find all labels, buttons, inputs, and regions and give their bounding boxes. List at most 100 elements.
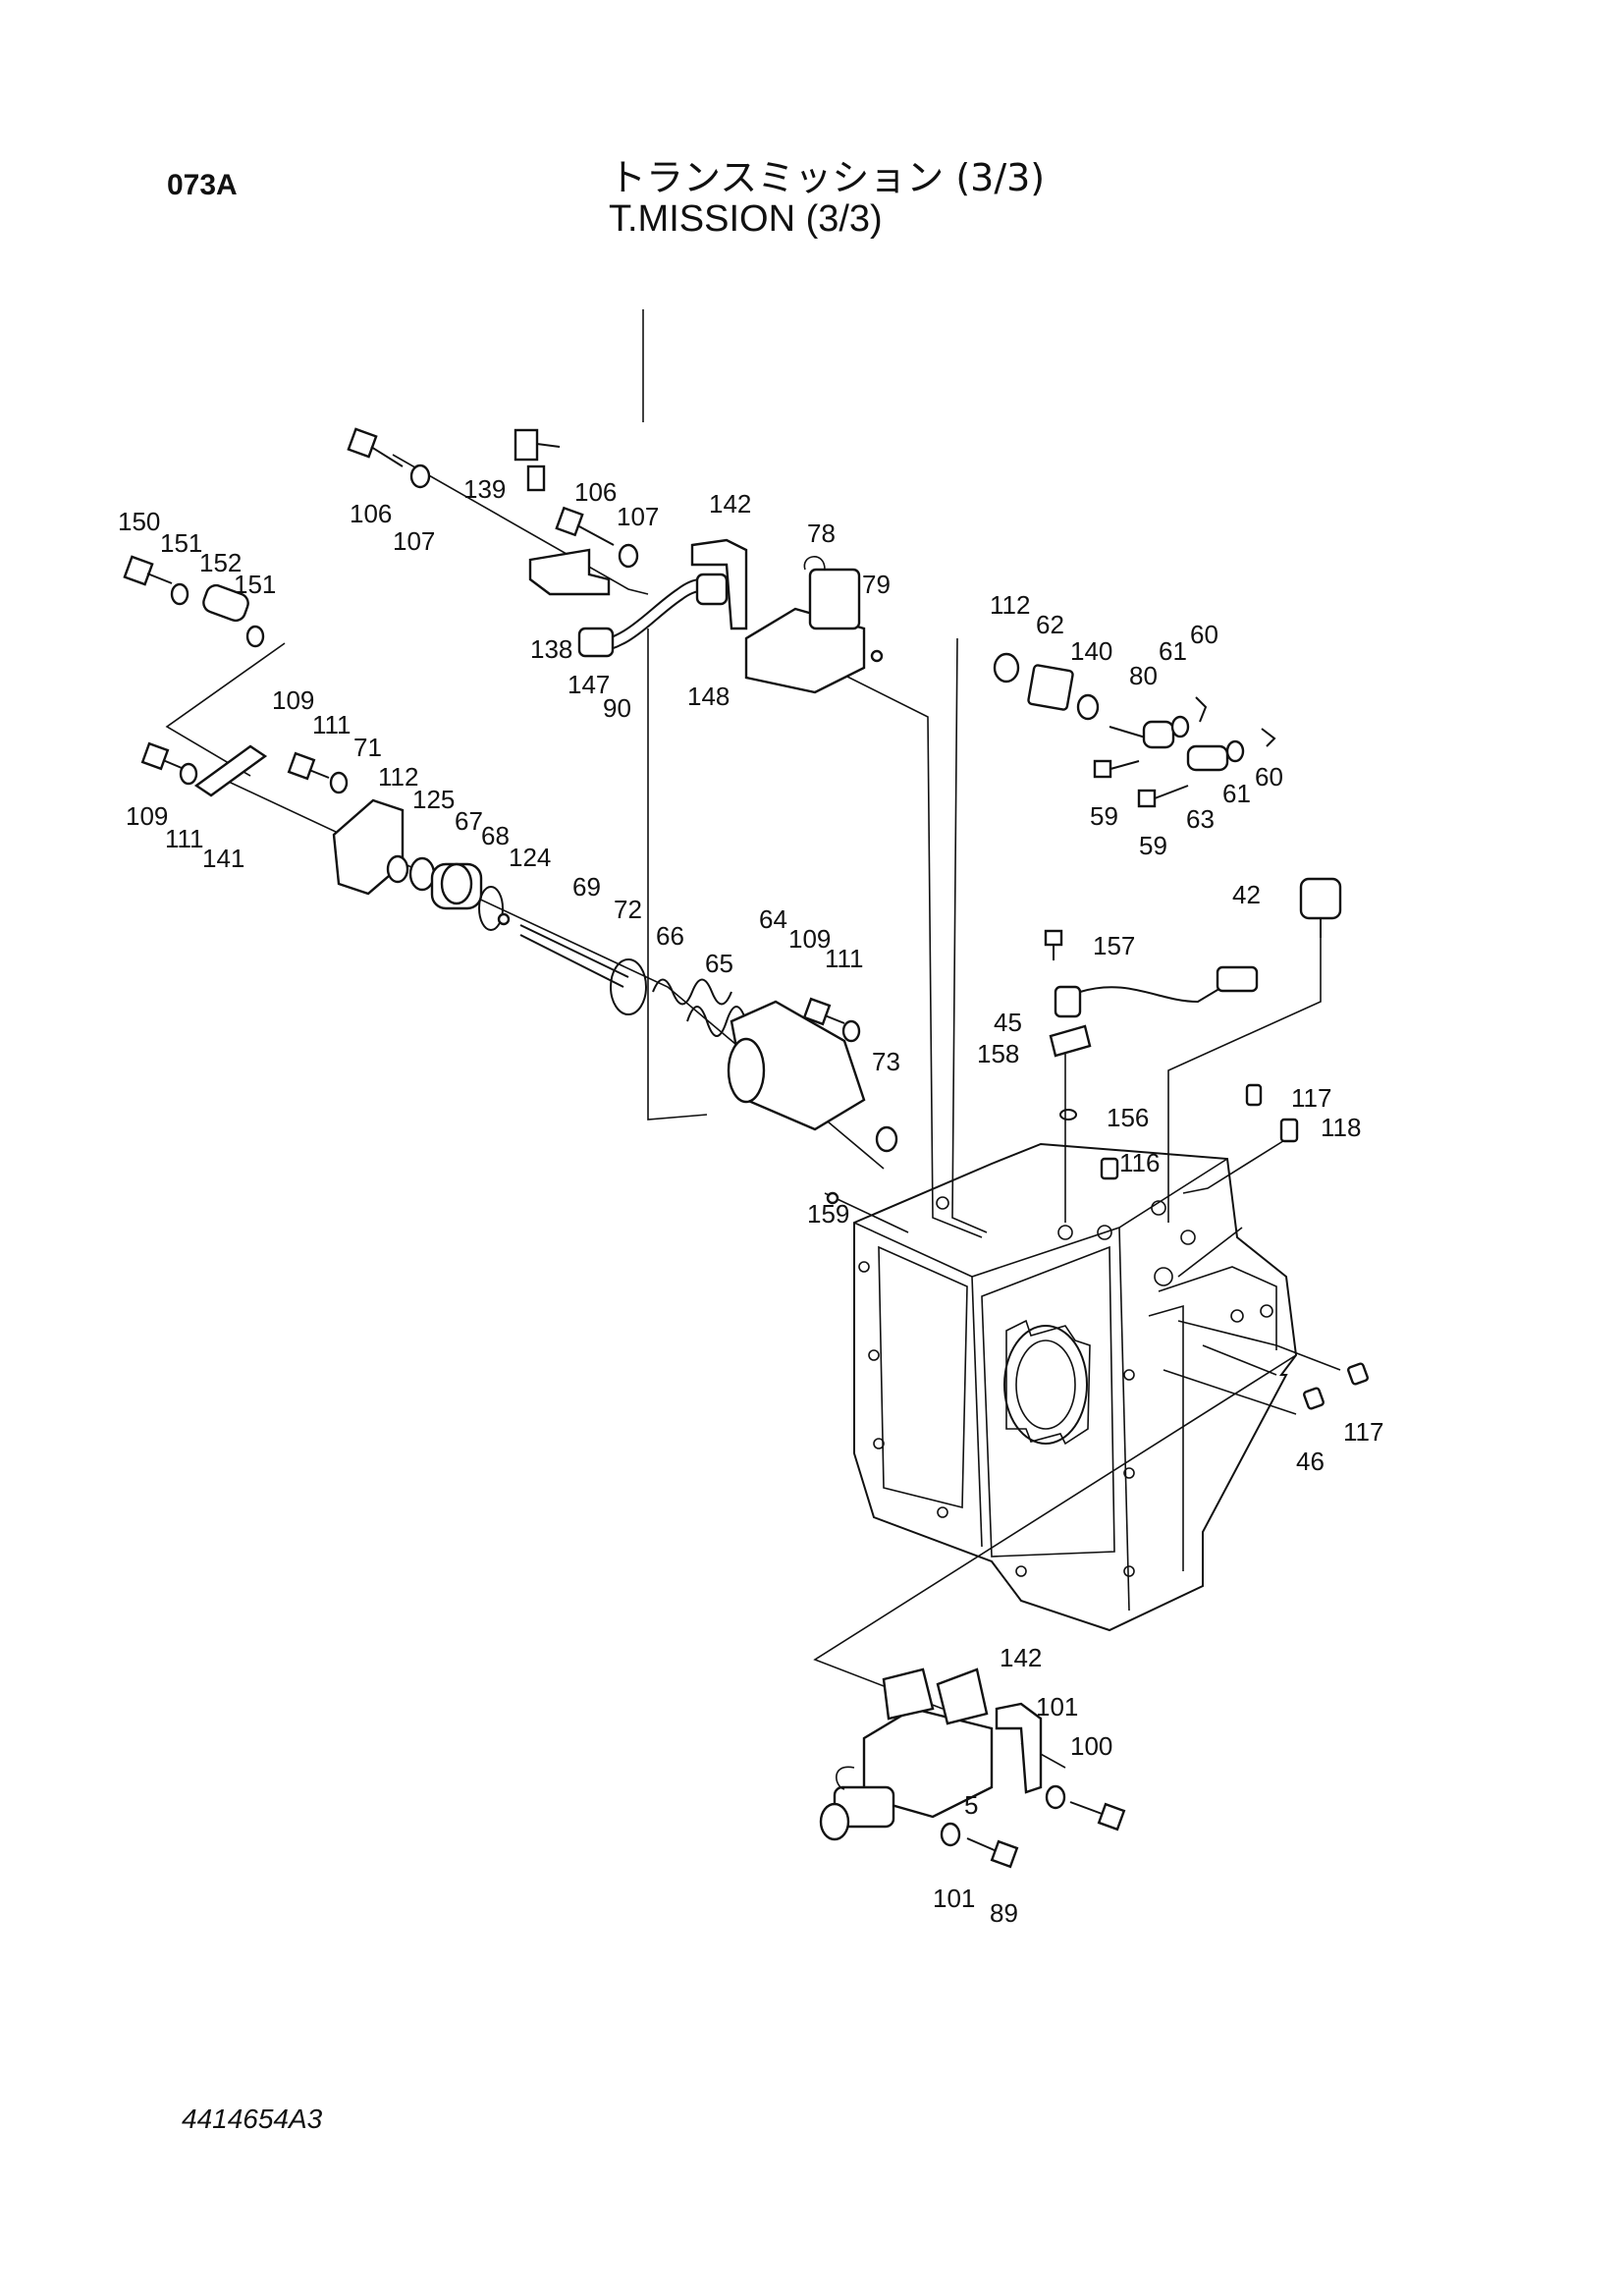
part-label-64: 64	[759, 904, 787, 934]
part-label-157: 157	[1093, 931, 1135, 960]
part-label-158: 158	[977, 1039, 1019, 1068]
pin-59b	[1137, 785, 1189, 808]
assembly-line-150	[165, 642, 286, 777]
plug-46	[1303, 1387, 1325, 1410]
assembly-line-106	[392, 454, 649, 595]
bolt-106a	[347, 427, 404, 467]
part-label-111: 111	[312, 710, 352, 739]
part-label-60: 60	[1190, 620, 1218, 649]
washer-112b	[386, 854, 409, 884]
washer-61a	[1170, 715, 1190, 738]
part-label-118: 118	[1321, 1113, 1361, 1142]
pin-59a	[1093, 759, 1140, 779]
plate-158	[1049, 1024, 1092, 1058]
part-label-140: 140	[1070, 636, 1112, 666]
o-ring-68	[478, 886, 504, 931]
washer-111c	[841, 1019, 861, 1043]
washer-111a	[179, 762, 198, 786]
part-label-111: 111	[825, 944, 864, 973]
part-label-66: 66	[656, 921, 684, 951]
part-label-111: 111	[165, 824, 204, 853]
part-label-67: 67	[455, 806, 483, 836]
part-label-46: 46	[1296, 1447, 1325, 1476]
part-label-159: 159	[807, 1199, 849, 1229]
bolt-89	[966, 1837, 1019, 1869]
bolt-100	[1069, 1801, 1126, 1831]
part-label-106: 106	[574, 477, 617, 507]
washer-111b	[329, 771, 349, 794]
assembly-lines	[165, 309, 1341, 1769]
part-label-59: 59	[1139, 831, 1167, 860]
bolt-109c	[802, 997, 845, 1026]
drawing-number: 4414654A3	[182, 2104, 323, 2134]
washer-101a	[1045, 1784, 1066, 1810]
part-label-101: 101	[1036, 1692, 1078, 1722]
washer-151b	[245, 625, 265, 648]
part-label-65: 65	[705, 949, 733, 978]
part-label-117: 117	[1343, 1417, 1383, 1447]
part-label-59: 59	[1090, 801, 1118, 831]
part-label-80: 80	[1129, 661, 1158, 690]
part-label-106: 106	[350, 499, 392, 528]
part-label-117: 117	[1291, 1083, 1331, 1113]
part-label-73: 73	[872, 1047, 900, 1076]
spool-67	[430, 862, 483, 910]
solenoid-valve-78	[744, 556, 866, 694]
part-label-69: 69	[572, 872, 601, 902]
parts	[123, 427, 1369, 1869]
pin-60b	[1261, 728, 1276, 747]
part-label-109: 109	[272, 685, 314, 715]
rod-end-63	[1186, 744, 1229, 772]
washer-107b	[618, 543, 639, 569]
bracket-142b	[995, 1702, 1043, 1794]
part-label-71: 71	[353, 733, 382, 762]
transmission-housing	[853, 1142, 1298, 1632]
washer-107a	[409, 464, 431, 489]
part-label-89: 89	[990, 1898, 1018, 1928]
plug-117b	[1347, 1362, 1369, 1386]
piston-125	[408, 856, 436, 892]
part-label-148: 148	[687, 682, 730, 711]
assembly-line-112	[951, 637, 988, 1233]
bolt-109a	[140, 741, 183, 771]
page-code: 073A	[167, 169, 238, 201]
part-label-100: 100	[1070, 1731, 1112, 1761]
part-label-152: 152	[199, 548, 242, 577]
plug-116	[1100, 1157, 1119, 1180]
bracket-142a	[690, 538, 748, 630]
washer-101b	[940, 1822, 961, 1847]
pin-60a	[1195, 696, 1208, 723]
part-label-124: 124	[509, 843, 551, 872]
part-label-72: 72	[614, 895, 642, 924]
plate-141	[193, 744, 268, 797]
connector-139	[514, 428, 561, 492]
assembly-line-42	[1167, 938, 1322, 1223]
assembly-line-118	[1182, 1138, 1287, 1194]
assembly-line-117b	[1177, 1320, 1341, 1371]
washer-112a	[993, 652, 1020, 683]
block-62	[1027, 664, 1074, 711]
part-label-61: 61	[1222, 779, 1251, 808]
bolt-150	[123, 555, 173, 586]
part-label-42: 42	[1232, 880, 1261, 909]
collar-152	[202, 583, 249, 623]
part-label-151: 151	[160, 528, 202, 558]
ball-124	[497, 912, 511, 926]
part-label-107: 107	[617, 502, 659, 531]
assembly-line-90	[647, 629, 708, 1121]
part-label-141: 141	[202, 844, 244, 873]
part-label-68: 68	[481, 821, 510, 850]
assembly-line-46	[1163, 1369, 1297, 1415]
part-label-101: 101	[933, 1884, 975, 1913]
rod-end-80	[1109, 720, 1175, 749]
part-label-125: 125	[412, 785, 455, 814]
part-label-142: 142	[1000, 1643, 1042, 1672]
assembly-line-117	[1177, 1227, 1243, 1278]
part-label-112: 112	[378, 762, 418, 792]
spring-65	[686, 1006, 747, 1037]
part-label-151: 151	[234, 570, 276, 599]
part-label-139: 139	[463, 474, 506, 504]
rod-69	[519, 924, 629, 988]
part-label-147: 147	[568, 670, 610, 699]
